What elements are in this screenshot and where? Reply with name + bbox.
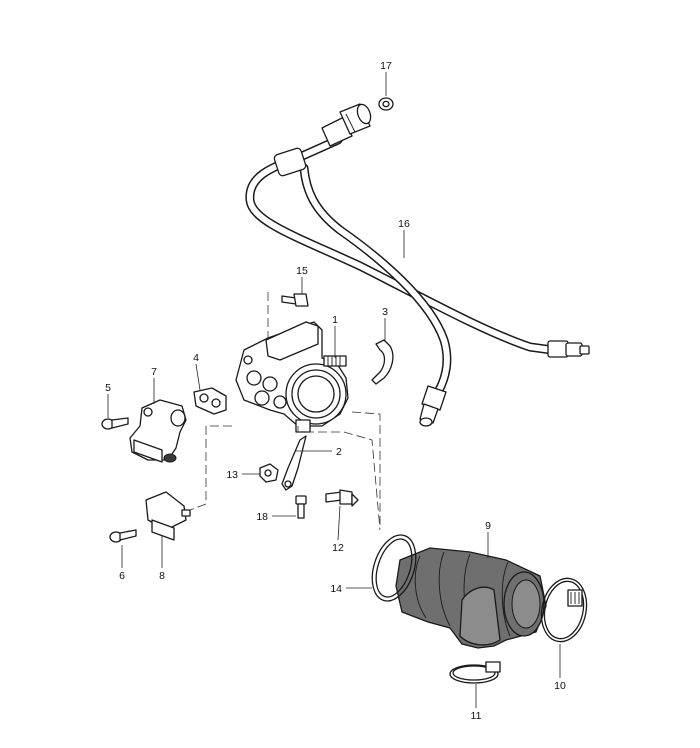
- callout-4: 4: [193, 352, 199, 364]
- callout-14: 14: [330, 583, 342, 595]
- callout-12: 12: [332, 542, 344, 554]
- clip-part-3: [371, 339, 394, 385]
- intake-boot-part-9: [395, 547, 547, 649]
- nut-part-17: [378, 97, 394, 111]
- sensor-part-8: [145, 491, 191, 541]
- clamp-part-10: [540, 577, 588, 643]
- clamp-part-11: [449, 661, 501, 684]
- leader-lines: [107, 72, 561, 708]
- callout-15: 15: [296, 265, 308, 277]
- callout-17: 17: [380, 60, 392, 72]
- callout-2: 2: [336, 446, 342, 458]
- callout-7: 7: [151, 366, 157, 378]
- callout-9: 9: [485, 520, 491, 532]
- bolt-part-6: [109, 529, 137, 543]
- screw-part-12: [325, 489, 359, 507]
- throttle-body-part-1: [235, 321, 349, 433]
- nut-part-13: [259, 463, 279, 483]
- vent-hose-assembly: [245, 103, 590, 427]
- assembly-dashed-lines: [189, 292, 381, 531]
- callout-6: 6: [119, 570, 125, 582]
- callout-10: 10: [554, 680, 566, 692]
- callout-1: 1: [332, 314, 338, 326]
- callout-11: 11: [471, 710, 482, 722]
- callout-labels: 17 16 15 1 3 4 7 5 2 13 18 12 6 8 9 14 1…: [105, 60, 566, 722]
- bolt-part-5: [101, 417, 129, 430]
- callout-16: 16: [398, 218, 410, 230]
- callout-5: 5: [105, 382, 111, 394]
- callout-8: 8: [159, 570, 165, 582]
- callout-18: 18: [256, 511, 268, 523]
- bolt-part-15: [281, 293, 309, 307]
- idle-valve-part-7: [129, 399, 187, 463]
- clamp-part-14: [371, 534, 417, 602]
- callout-3: 3: [382, 306, 388, 318]
- bracket-part-2: [281, 435, 307, 491]
- screw-part-18: [295, 495, 307, 519]
- gasket-part-4: [193, 387, 227, 415]
- callout-13: 13: [226, 469, 238, 481]
